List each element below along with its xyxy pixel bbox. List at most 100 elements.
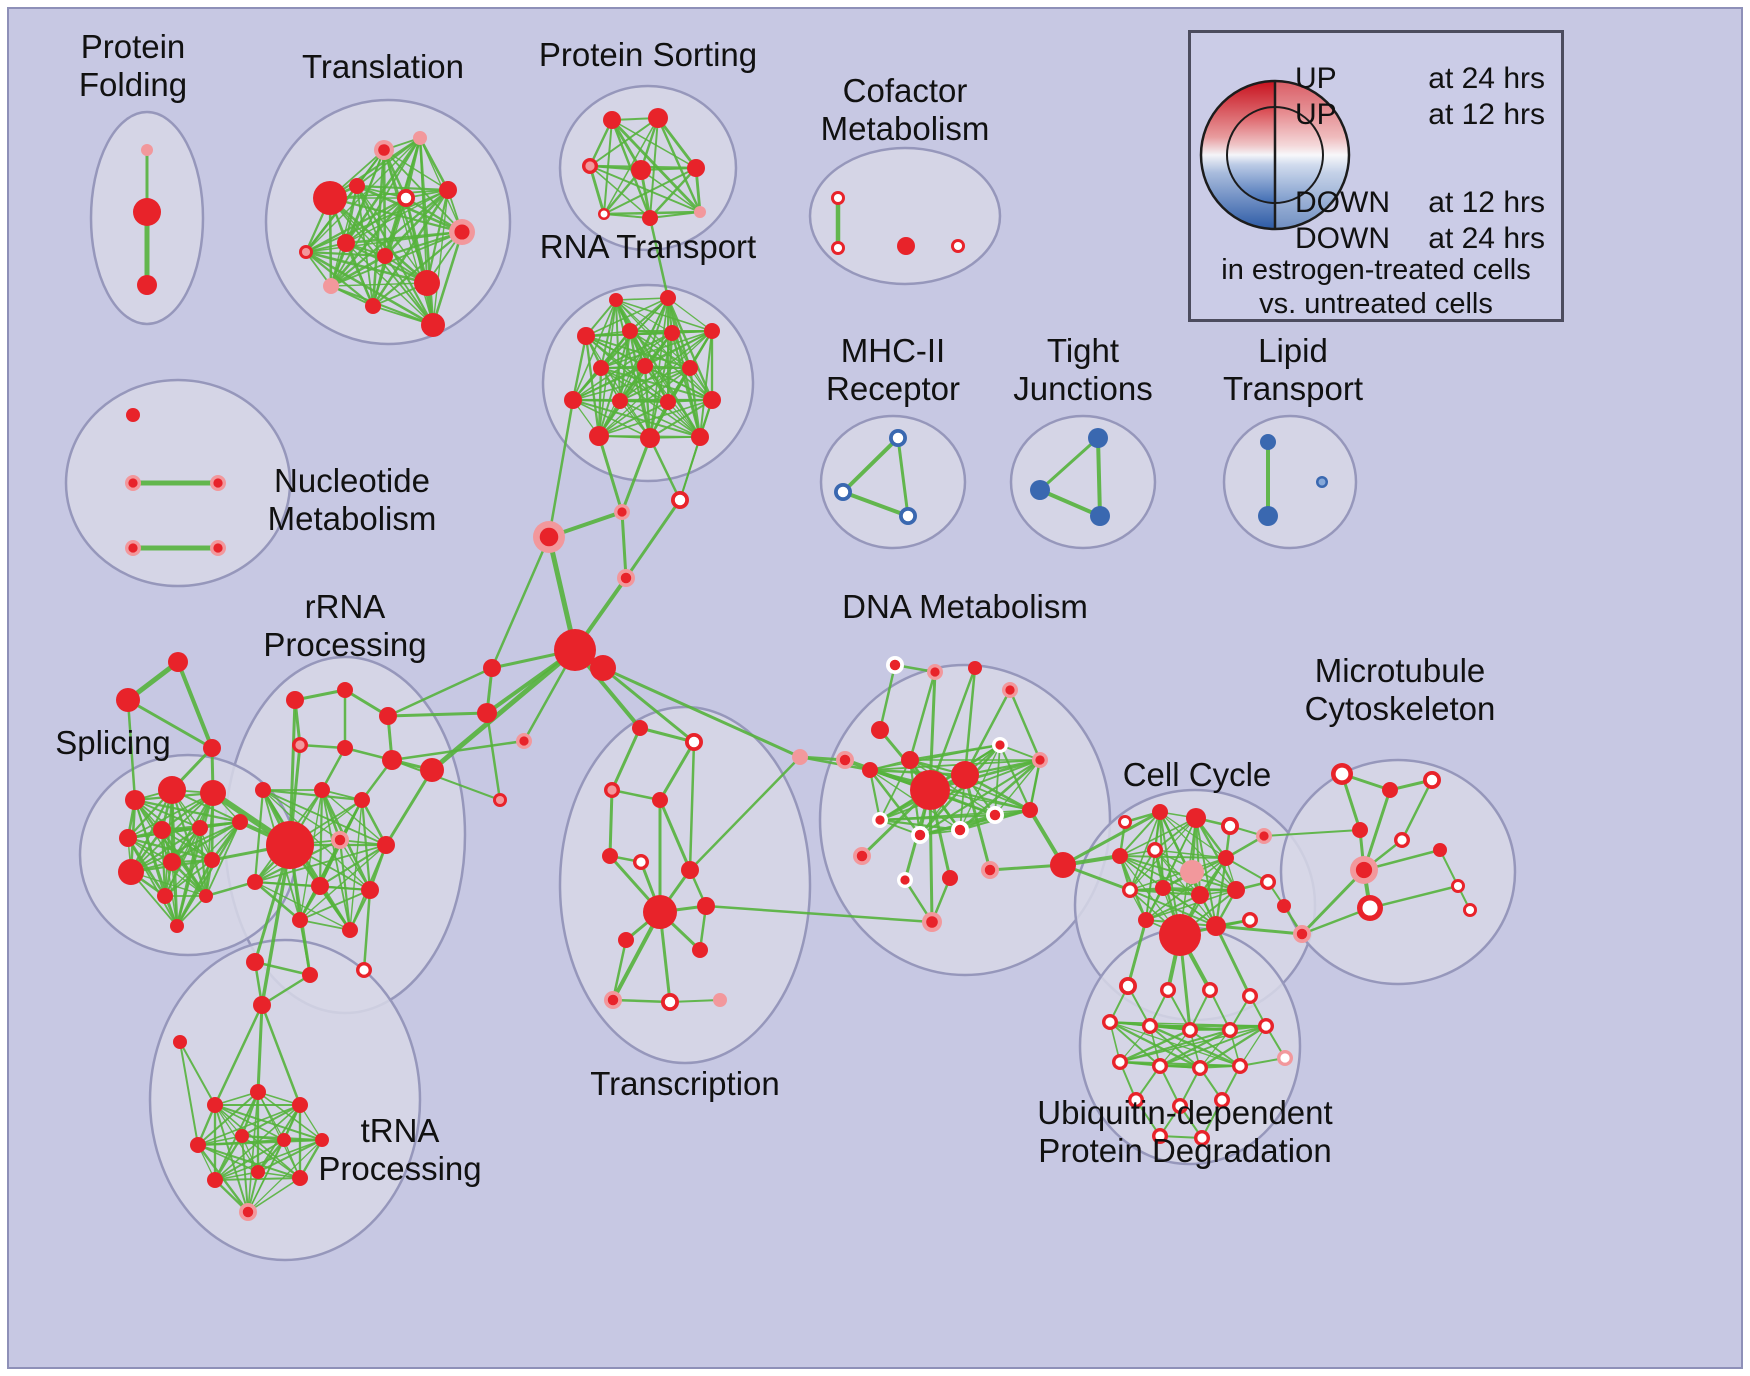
cluster-label-mhc-ii-receptor: MHC-II [841,332,945,369]
edge-cc7-cc9 [1154,849,1227,859]
edge-rt9-rt11 [619,367,691,402]
edge-rt2-rt13 [666,296,714,402]
edge-mk-mt6 [1300,868,1366,936]
node-ps7 [642,210,658,226]
node-ub13 [1232,1058,1248,1074]
node-mt10 [1463,903,1477,917]
edge-tn8-tn9 [214,1139,323,1181]
legend-caption-line-2: vs. untreated cells [1259,288,1493,320]
edge-t11-t14 [304,250,435,327]
node-tx6 [633,854,649,870]
node-tx12 [604,991,622,1009]
edge-t10-t13 [344,241,375,308]
node-tn7 [277,1133,291,1147]
node-c3 [533,521,565,553]
edge-t7-t14 [431,230,464,327]
node-rt12 [660,394,676,410]
node-dm21 [981,861,999,879]
edge-tn8-tn10 [257,1139,323,1173]
edge-rt8-rt13 [644,365,713,401]
cluster-tight-junctions [1009,414,1157,550]
node-rt10 [564,391,582,409]
edge-tx1-tx2 [638,726,696,744]
edge-rr12-rr18 [338,838,352,932]
node-cc8 [1180,860,1204,884]
edge-mh2-mh3 [841,490,910,518]
edge-dm7-dm13 [868,768,882,822]
edge-c3-m1 [490,535,551,670]
edge-tn2-tn7 [214,1104,285,1141]
edge-m4-rr6 [391,759,501,801]
edge-tn3-tn11 [257,1091,301,1179]
cluster-label-tight-junctions: Tight [1047,332,1119,369]
edge-rt16-c2 [679,436,701,501]
node-ps6 [598,208,610,220]
edge-t3-t6 [418,136,450,192]
edge-rt13-rt15 [649,399,713,439]
edge-dm8-dm13 [879,759,911,821]
edge-rt7-rt12 [600,367,669,403]
edge-sp7-sp8 [130,821,241,873]
cluster-label-protein-folding: Folding [79,66,187,103]
edge-dm6-dm10 [963,688,1012,777]
node-cc0 [1050,852,1076,878]
node-ub17 [1152,1128,1168,1144]
node-cc16 [1159,914,1201,956]
edge-t3-t4 [356,137,421,187]
edge-cc5-mt4 [1263,829,1361,837]
node-ub9 [1258,1018,1274,1034]
node-ub6 [1142,1018,1158,1034]
node-rt6 [704,323,720,339]
node-ps4 [631,160,651,180]
edge-rt2-rt3 [585,297,669,337]
edge-sp10-sp13 [175,858,214,928]
edge-rr10-rr18 [349,799,363,931]
node-rt14 [589,426,609,446]
node-t6 [439,181,457,199]
edge-sp7-sp11 [164,821,241,897]
edge-dm7-dm12 [869,759,1041,771]
cluster-label-protein-sorting: Protein Sorting [539,36,757,73]
legend-down-24-time: at 24 hrs [1428,222,1545,255]
edge-rt4-rt11 [618,329,632,403]
cluster-label-rrna-processing: rRNA [305,588,386,625]
node-rt4 [622,323,638,339]
edge-ps3-ps7 [589,165,651,219]
edge-rr13-rr17 [299,844,387,921]
edge-rt3-rt9 [585,335,691,369]
edge-rt1-rt6 [615,299,713,332]
edge-rr9-rr15 [318,788,324,888]
edge-ps2-ps3 [589,117,659,167]
edge-dm11-dm17 [998,743,1032,812]
edge-sp12-rr14 [204,880,257,898]
edge-ps4-ps8 [640,169,701,213]
node-dm20 [942,870,958,886]
legend-box: UP at 24 hrs UP at 12 hrs DOWN at 12 hrs… [1188,30,1564,322]
edge-t9-t13 [372,255,386,307]
edge-m2-rr3 [386,711,489,718]
edge-c2-c4 [624,498,682,580]
node-f3 [203,739,221,757]
edge-tj2-tj3 [1038,488,1102,518]
cluster-label-rna-transport: RNA Transport [540,228,756,265]
edge-tn4-tn6 [241,1104,301,1137]
node-ub8 [1222,1022,1238,1038]
node-cm2 [831,241,845,255]
edge-cc0-cc2 [1061,810,1162,867]
edge-cc2-cc6 [1119,811,1161,857]
cluster-label-mhc-ii-receptor: Receptor [826,370,960,407]
edge-rr1-rr11 [288,698,297,847]
edge-t6-t9 [383,188,450,258]
edge-sp10-sp11 [164,859,213,897]
node-rr17 [292,912,308,928]
edge-tx9-dm22 [704,904,934,924]
node-dm2 [871,721,889,739]
edge-rr11-tn0 [260,843,292,1007]
node-mh1 [889,429,907,447]
edge-dm22-dm9 [928,788,934,924]
node-t11 [299,245,313,259]
node-mt8 [1433,843,1447,857]
edge-p1-dm7 [798,755,872,772]
